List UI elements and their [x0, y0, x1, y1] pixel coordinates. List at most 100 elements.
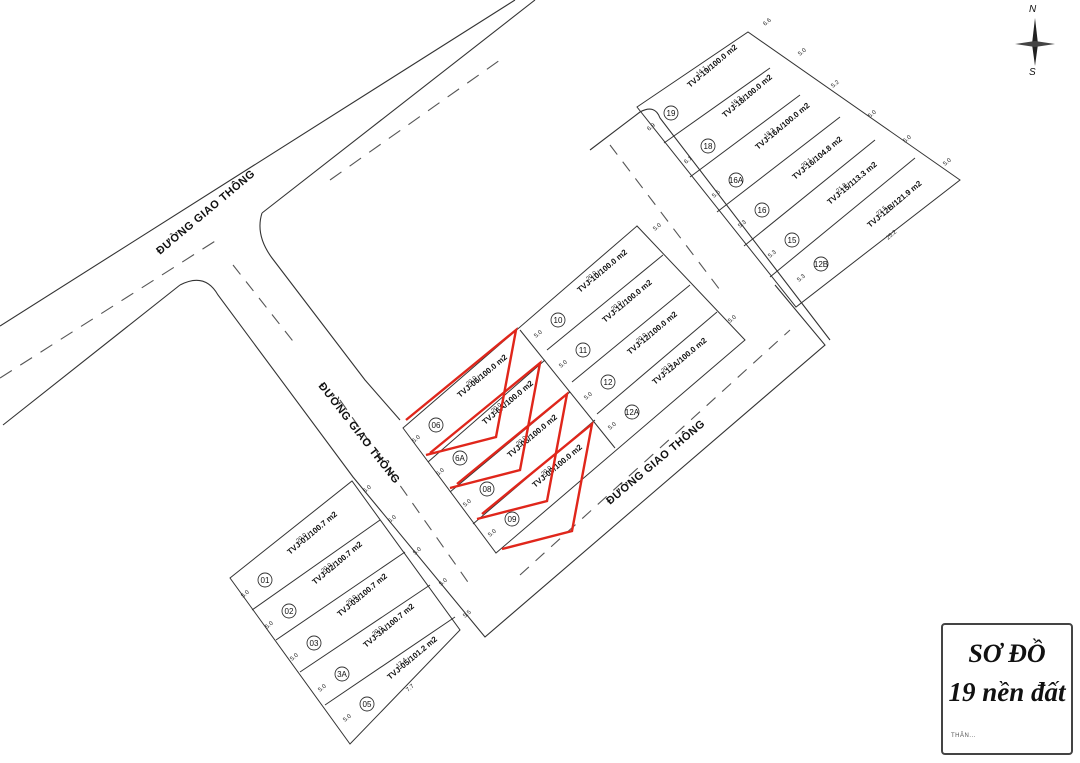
lot-label: TVJ-01/100.7 m2 [286, 509, 340, 556]
lot-dimension: 5.2 [830, 79, 841, 89]
lot-dimension: 5.0 [317, 683, 328, 693]
lot-dimension: 5.0 [867, 109, 878, 119]
lot-label: TVJ-10/100.0 m2 [576, 247, 630, 294]
lot-dimension: 5.0 [727, 314, 738, 324]
lot-number: 10 [554, 316, 563, 325]
road-label-upper: ĐƯỜNG GIAO THÔNG [154, 167, 258, 257]
lot-number: 06 [432, 421, 441, 430]
lot-dimension: 6.1 [683, 155, 694, 165]
lot-dimension: 5.0 [558, 359, 569, 369]
lot-marker-12b[interactable] [813, 256, 829, 272]
lot-label: TVJ-12B/121.9 m2 [866, 179, 924, 230]
lot-label: TVJ-15/113.3 m2 [826, 160, 880, 207]
lot-dimension: 25.2 [885, 229, 898, 242]
lot-marker-6a[interactable] [452, 450, 468, 466]
lot-dimension: 5.0 [387, 514, 398, 524]
lot-dimension: 5.0 [435, 467, 446, 477]
lot-dimension: 5.3 [767, 249, 778, 259]
lot-dimension: 5.0 [902, 134, 913, 144]
sold-cross-mark [456, 390, 569, 521]
lot-dimension: 5.0 [264, 620, 275, 630]
road-network [179, 108, 831, 638]
lot-marker-05[interactable] [359, 696, 375, 712]
lot-number: 01 [261, 576, 270, 585]
lot-dimension: 5.0 [533, 329, 544, 339]
lot-marker-10[interactable] [550, 312, 566, 328]
lot-number: 12A [625, 408, 640, 417]
lot-dimension: 5.0 [462, 498, 473, 508]
lot-marker-12a[interactable] [624, 404, 640, 420]
lot-number: 08 [483, 485, 492, 494]
lot-marker-11[interactable] [575, 342, 591, 358]
lot-marker-08[interactable] [479, 481, 495, 497]
lot-marker-09[interactable] [504, 511, 520, 527]
block-northeast [636, 31, 961, 308]
lot-number: 19 [667, 109, 676, 118]
lot-marker-02[interactable] [281, 603, 297, 619]
lot-dimension: 5.0 [240, 589, 251, 599]
lot-number: 05 [363, 700, 372, 709]
lot-label: TVJ-6A/100.0 m2 [481, 378, 536, 426]
lot-number: 11 [579, 346, 588, 355]
compass: N S [1005, 4, 1065, 80]
lot-dimension: 5.0 [942, 157, 953, 167]
lot-dimension: 5.3 [796, 273, 807, 283]
sold-cross-mark [481, 420, 594, 551]
lot-number: 3A [337, 670, 347, 679]
lot-dimension: 5.0 [583, 391, 594, 401]
lot-number: 16A [729, 176, 744, 185]
block-west [229, 480, 461, 745]
lot-dimension: 6.6 [762, 17, 773, 27]
lot-dimension: 5.0 [652, 222, 663, 232]
lot-number: 15 [788, 236, 797, 245]
road-label-lower: ĐƯỜNG GIAO THÔNG [604, 417, 708, 507]
legend-subtitle: 19 nền đất [948, 677, 1066, 707]
compass-rose-icon [1015, 18, 1055, 66]
lot-dimension: 6.9 [646, 122, 657, 132]
lot-label: TVJ-05/101.2 m2 [386, 634, 440, 681]
lot-dimension: 5.0 [342, 713, 353, 723]
lot-label: TVJ-03/100.7 m2 [336, 571, 390, 618]
lot-marker-03[interactable] [306, 635, 322, 651]
lot-label: TVJ-18/100.0 m2 [721, 72, 775, 119]
lot-dimension: 7.7 [405, 683, 416, 693]
lot-dimension: 5.5 [462, 609, 473, 619]
road-label-middle: ĐƯỜNG GIAO THÔNG [316, 380, 403, 486]
block-central [402, 225, 746, 554]
lot-dimension: 5.0 [438, 577, 449, 587]
lot-dimension: 5.0 [607, 421, 618, 431]
lot-dimension: 5.0 [797, 47, 808, 57]
compass-south-label: S [1029, 67, 1036, 78]
lot-marker-06[interactable] [428, 417, 444, 433]
lot-number: 03 [310, 639, 319, 648]
lot-marker-19[interactable] [663, 105, 679, 121]
lot-marker-16[interactable] [754, 202, 770, 218]
lot-label: TVJ-08/100.0 m2 [506, 412, 560, 459]
lot-marker-01[interactable] [257, 572, 273, 588]
legend-title: SƠ ĐỒ [968, 639, 1046, 668]
lot-number: 12B [814, 260, 828, 269]
lot-marker-16a[interactable] [728, 172, 744, 188]
lot-label: TVJ-19/100.0 m2 [686, 42, 740, 89]
lot-marker-18[interactable] [700, 138, 716, 154]
lot-dimension: 5.0 [362, 484, 373, 494]
lot-number: 12 [604, 378, 613, 387]
lot-dimension: 5.5 [711, 189, 722, 199]
lot-number: 6A [455, 454, 465, 463]
lot-dimension: 5.0 [289, 652, 300, 662]
lot-number: 16 [758, 206, 767, 215]
lot-marker-15[interactable] [784, 232, 800, 248]
lot-marker-3a[interactable] [334, 666, 350, 682]
lot-number: 18 [704, 142, 713, 151]
lot-dimension: 5.0 [487, 528, 498, 538]
lot-dimension: 5.0 [412, 546, 423, 556]
lot-number: 02 [285, 607, 294, 616]
lot-marker-12[interactable] [600, 374, 616, 390]
legend-footer: THÂN... [951, 733, 976, 739]
lot-number: 09 [508, 515, 517, 524]
sold-marks [405, 326, 594, 551]
lot-dimension: 5.3 [737, 219, 748, 229]
legend-box: SƠ ĐỒ 19 nền đất THÂN... [941, 623, 1073, 755]
